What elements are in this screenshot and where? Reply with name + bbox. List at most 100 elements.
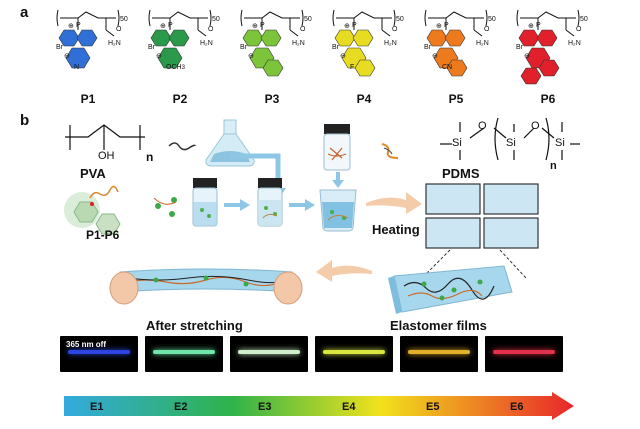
structure-p2 bbox=[148, 8, 238, 91]
amide-label: H₂N bbox=[108, 40, 121, 47]
heating-arrow bbox=[366, 192, 422, 214]
emission-glow bbox=[493, 350, 555, 354]
oxygen-label: O bbox=[392, 26, 398, 33]
oxygen-label: O bbox=[576, 26, 582, 33]
plus-charge: ⊕ bbox=[436, 23, 442, 30]
structure-p5 bbox=[424, 8, 514, 91]
pdms-n: n bbox=[550, 160, 557, 172]
jar-icon-3 bbox=[323, 124, 351, 171]
pva-structure bbox=[65, 124, 145, 150]
mold-grid bbox=[425, 183, 539, 249]
plus-charge: ⊕ bbox=[252, 23, 258, 30]
counter-ion-label: Br bbox=[148, 44, 155, 51]
molecule-mix-icon bbox=[64, 185, 121, 235]
minus-charge: ⊖ bbox=[340, 53, 346, 60]
pva-label: PVA bbox=[80, 166, 106, 181]
arrow-right-2 bbox=[289, 199, 315, 211]
substituent-label: N bbox=[74, 64, 80, 71]
amide-label: H₂N bbox=[568, 40, 581, 47]
stretch-label: After stretching bbox=[146, 318, 243, 333]
emission-label-e5: E5 bbox=[426, 401, 440, 413]
pdms-si-2: Si bbox=[506, 137, 516, 149]
emission-label-e2: E2 bbox=[174, 401, 188, 413]
emission-strip-e3 bbox=[230, 336, 308, 372]
arrow-right-1 bbox=[224, 199, 250, 211]
emission-label-e4: E4 bbox=[342, 401, 356, 413]
panel-label-a: a bbox=[20, 4, 29, 21]
phosphorus-label: P bbox=[444, 22, 449, 29]
structure-label-p1: P1 bbox=[80, 92, 96, 106]
plus-charge: ⊕ bbox=[344, 23, 350, 30]
substituent-label: F bbox=[350, 64, 355, 71]
repeat-count: 50 bbox=[396, 16, 404, 23]
minus-charge: ⊖ bbox=[156, 53, 162, 60]
structure-p6 bbox=[516, 8, 606, 91]
structure-label-p6: P6 bbox=[540, 92, 556, 106]
amide-label: H₂N bbox=[476, 40, 489, 47]
pva-oh: OH bbox=[98, 150, 115, 162]
counter-ion-label: Br bbox=[424, 44, 431, 51]
elastomer-label: Elastomer films bbox=[390, 318, 487, 333]
substituent-subscript: 3 bbox=[181, 65, 185, 71]
pdms-structure bbox=[440, 117, 580, 161]
pva-n: n bbox=[146, 150, 154, 164]
counter-ion-label: Br bbox=[516, 44, 523, 51]
emission-gradient-arrow bbox=[64, 392, 574, 420]
beaker-icon bbox=[319, 189, 357, 232]
oxygen-label: O bbox=[484, 26, 490, 33]
pdms-o-2: O bbox=[531, 120, 540, 132]
pdms-label: PDMS bbox=[442, 166, 480, 181]
stretched-film-icon bbox=[109, 268, 303, 305]
phosphorus-label: P bbox=[352, 22, 357, 29]
heating-label: Heating bbox=[372, 222, 420, 237]
minus-charge: ⊖ bbox=[432, 53, 438, 60]
plus-charge: ⊕ bbox=[160, 23, 166, 30]
amide-label: H₂N bbox=[384, 40, 397, 47]
counter-ion-label: Br bbox=[56, 44, 63, 51]
pdms-si-3: Si bbox=[555, 137, 565, 149]
substituent-label: CN bbox=[442, 64, 453, 71]
emission-strip-e6 bbox=[485, 336, 563, 372]
phosphorus-label: P bbox=[76, 22, 81, 29]
counter-ion-label: Br bbox=[240, 44, 247, 51]
structure-p4 bbox=[332, 8, 422, 91]
repeat-count: 50 bbox=[304, 16, 312, 23]
pdms-chain-icon bbox=[381, 143, 399, 159]
counter-ion-label: Br bbox=[332, 44, 339, 51]
pdms-o-1: O bbox=[478, 120, 487, 132]
amide-label: H₂N bbox=[292, 40, 305, 47]
emission-glow bbox=[323, 350, 385, 354]
pdms-si-1: Si bbox=[452, 137, 462, 149]
oxygen-label: O bbox=[116, 26, 122, 33]
minus-charge: ⊖ bbox=[524, 53, 530, 60]
repeat-count: 50 bbox=[212, 16, 220, 23]
elastomer-film-icon bbox=[388, 265, 513, 314]
structure-label-p5: P5 bbox=[448, 92, 464, 106]
mix-label: P1-P6 bbox=[86, 228, 120, 242]
panel-label-b: b bbox=[20, 112, 30, 129]
emission-glow bbox=[153, 350, 215, 354]
phosphorus-label: P bbox=[260, 22, 265, 29]
emission-glow bbox=[408, 350, 470, 354]
emission-strip-e1 bbox=[60, 336, 138, 372]
amide-label: H₂N bbox=[200, 40, 213, 47]
emission-glow bbox=[238, 350, 300, 354]
structure-label-p3: P3 bbox=[264, 92, 280, 106]
emission-label-e3: E3 bbox=[258, 401, 272, 413]
jar-icon-2 bbox=[257, 178, 283, 227]
oxygen-label: O bbox=[208, 26, 214, 33]
structure-label-p4: P4 bbox=[356, 92, 372, 106]
jar-icon-1 bbox=[192, 178, 218, 227]
structure-p3 bbox=[240, 8, 330, 91]
plus-charge: ⊕ bbox=[68, 23, 74, 30]
repeat-count: 50 bbox=[120, 16, 128, 23]
emission-label-e6: E6 bbox=[510, 401, 524, 413]
emission-strip-e5 bbox=[400, 336, 478, 372]
minus-charge: ⊖ bbox=[64, 53, 70, 60]
minus-charge: ⊖ bbox=[248, 53, 254, 60]
emission-strip-e2 bbox=[145, 336, 223, 372]
plus-charge: ⊕ bbox=[528, 23, 534, 30]
phosphorus-label: P bbox=[168, 22, 173, 29]
process-arrow-left bbox=[316, 260, 372, 282]
oxygen-label: O bbox=[300, 26, 306, 33]
